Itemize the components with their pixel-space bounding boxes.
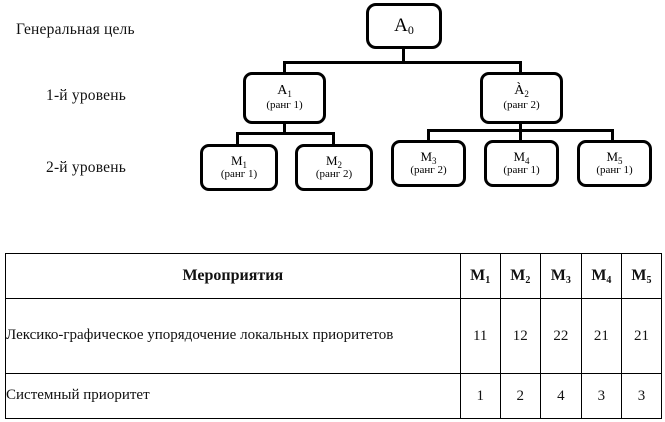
edge-a2-m4-drop — [519, 129, 522, 141]
table-row-lex-m4: 21 — [580, 298, 622, 374]
table-header-m2-index: 2 — [525, 275, 531, 286]
node-m2-rank: (ранг 2) — [315, 168, 353, 181]
table-header-m1-letter: M — [470, 267, 486, 284]
table-header-m5-index: 5 — [646, 275, 652, 286]
edge-a2-stem — [519, 121, 522, 133]
node-a0[interactable]: A0 — [366, 3, 442, 49]
node-a2[interactable]: À2 (ранг 2) — [480, 72, 563, 124]
table-row-sys-m4: 3 — [580, 373, 622, 419]
node-m2-code: M2 — [325, 153, 343, 170]
node-a1-code: A1 — [277, 84, 292, 99]
table-header-m5: M5 — [620, 253, 663, 299]
table-header-m1: M1 — [459, 253, 501, 299]
level-label-level2: 2-й уровень — [46, 159, 127, 176]
edge-a0-a2-drop — [519, 61, 522, 74]
table-header-label: Мероприятия — [5, 253, 461, 299]
node-a2-index: 2 — [524, 88, 529, 99]
table-row-lex-m5: 21 — [620, 298, 663, 374]
edge-a2-m5-drop — [611, 129, 614, 141]
node-m3-letter: M — [420, 149, 433, 165]
table-row-sys-m1: 1 — [459, 373, 501, 419]
node-m4-code: M4 — [513, 149, 530, 166]
hierarchy-diagram: Генеральная цель 1-й уровень 2-й уровень… — [16, 3, 652, 191]
table-row: Лексико-графическое упорядочение локальн… — [5, 298, 663, 374]
table-row-lex-m3: 22 — [539, 298, 582, 374]
table-header-m5-letter: M — [631, 267, 647, 284]
node-m4[interactable]: M4 (ранг 1) — [484, 140, 559, 187]
node-a0-letter: A — [394, 15, 408, 37]
table-header-m1-index: 1 — [485, 275, 491, 286]
node-m1-code: M1 — [230, 153, 248, 170]
node-m5-code: M5 — [606, 149, 623, 166]
node-m2-index: 2 — [337, 159, 343, 170]
edge-a0-stem — [402, 46, 405, 64]
node-m5-letter: M — [606, 149, 619, 165]
node-a1-letter: A — [277, 83, 288, 99]
node-m1-index: 1 — [242, 159, 248, 170]
table-row-lex-label: Лексико-графическое упорядочение локальн… — [5, 298, 461, 374]
table-row-sys-m2: 2 — [499, 373, 541, 419]
node-m1-rank: (ранг 1) — [220, 168, 258, 181]
table-header-row: Мероприятия M1 M2 M3 M4 M5 — [5, 253, 663, 299]
table-header-m4: M4 — [580, 253, 622, 299]
node-m5-rank: (ранг 1) — [596, 164, 633, 177]
node-m4-index: 4 — [525, 155, 530, 166]
node-m3-index: 3 — [432, 155, 437, 166]
node-m3-rank: (ранг 2) — [410, 164, 447, 177]
table-header-m2-letter: M — [510, 267, 526, 284]
edge-a1-stem — [283, 121, 286, 135]
table-header-m2: M2 — [499, 253, 541, 299]
node-m4-rank: (ранг 1) — [503, 164, 540, 177]
table-header-m4-index: 4 — [606, 275, 612, 286]
edge-a0-a1-drop — [283, 61, 286, 74]
node-a1-rank: (ранг 1) — [266, 99, 303, 112]
node-m2-letter: M — [325, 153, 338, 169]
node-a0-index: 0 — [407, 23, 414, 38]
table-row-sys-m3: 4 — [539, 373, 582, 419]
level-label-goal: Генеральная цель — [16, 21, 135, 38]
node-a1-index: 1 — [287, 88, 292, 99]
node-a0-code: A0 — [394, 15, 414, 38]
node-m3[interactable]: M3 (ранг 2) — [391, 140, 466, 187]
node-a2-code: À2 — [514, 84, 529, 99]
node-m5[interactable]: M5 (ранг 1) — [577, 140, 652, 187]
edge-a1-m1-drop — [236, 132, 239, 145]
table-row-sys-m5: 3 — [620, 373, 663, 419]
node-m5-index: 5 — [618, 155, 623, 166]
edge-a1-m2-drop — [332, 132, 335, 145]
table-header-m3-letter: M — [550, 267, 566, 284]
node-a2-rank: (ранг 2) — [503, 99, 540, 112]
table-row-lex-m1: 11 — [459, 298, 501, 374]
table-header-m4-letter: M — [591, 267, 607, 284]
edge-a2-m3-drop — [427, 129, 430, 141]
table-row: Системный приоритет 1 2 4 3 3 — [5, 373, 663, 419]
level-label-level1: 1-й уровень — [46, 87, 127, 104]
node-m4-letter: M — [513, 149, 526, 165]
edge-a0-bus — [283, 61, 522, 64]
node-a1[interactable]: A1 (ранг 1) — [243, 72, 326, 124]
table-row-lex-m2: 12 — [499, 298, 541, 374]
edge-a1-bus — [236, 132, 335, 135]
node-m2[interactable]: M2 (ранг 2) — [295, 144, 373, 191]
node-m3-code: M3 — [420, 149, 437, 166]
node-m1[interactable]: M1 (ранг 1) — [200, 144, 278, 191]
node-m1-letter: M — [230, 153, 243, 169]
table-row-sys-label: Системный приоритет — [5, 373, 461, 419]
table-header-m3: M3 — [539, 253, 582, 299]
node-a2-letter: À — [514, 83, 525, 99]
priorities-table: Мероприятия M1 M2 M3 M4 M5 Лексико-графи… — [5, 253, 663, 419]
table-header-m3-index: 3 — [565, 275, 571, 286]
